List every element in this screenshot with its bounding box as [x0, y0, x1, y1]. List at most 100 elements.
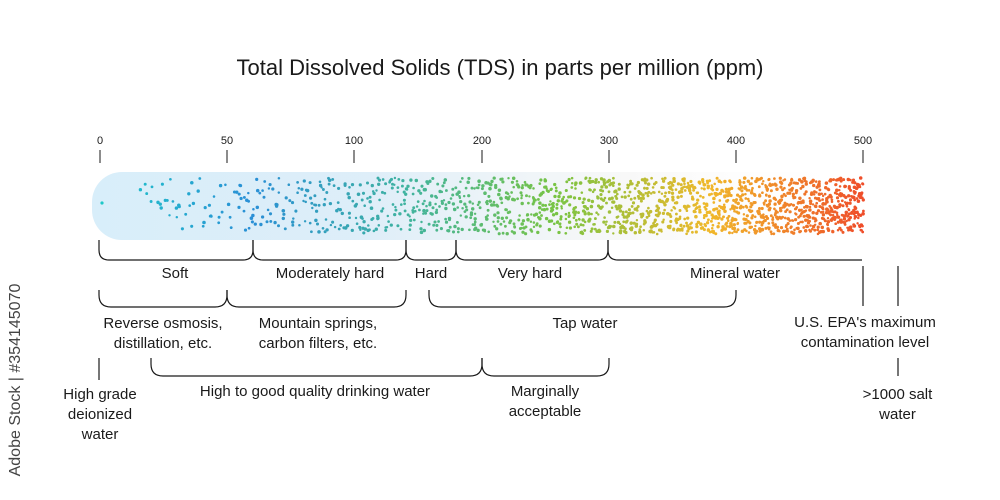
particle-dot [779, 226, 784, 230]
particle-dot [574, 206, 578, 209]
particle-dot [838, 193, 843, 198]
particle-dot [617, 187, 621, 191]
particle-dot [854, 190, 857, 194]
particle-dot [556, 220, 560, 224]
particle-dot [696, 191, 700, 195]
particle-dot [492, 220, 495, 224]
particle-dot [798, 196, 802, 201]
particle-dot [518, 227, 522, 230]
particle-dot [650, 176, 653, 180]
particle-dot [350, 182, 355, 187]
particle-dot [325, 228, 329, 232]
particle-dot [769, 230, 773, 234]
particle-dot [555, 203, 559, 206]
particle-dot [368, 228, 371, 232]
particle-dot [250, 220, 254, 224]
particle-dot [435, 228, 439, 232]
particle-dot [484, 215, 488, 219]
particle-dot [768, 199, 772, 203]
particle-dot [683, 182, 686, 185]
particle-dot [636, 205, 640, 208]
particle-dot [409, 178, 413, 182]
particle-dot [383, 191, 387, 195]
particle-dot [434, 194, 438, 198]
particle-dot [757, 206, 762, 211]
particle-dot [541, 203, 545, 207]
particle-dot [594, 178, 598, 182]
particle-dot [732, 207, 736, 211]
particle-dot [837, 199, 840, 203]
particle-dot [288, 199, 292, 203]
particle-dot [385, 225, 389, 229]
particle-dot [727, 231, 732, 235]
particle-dot [785, 202, 789, 206]
particle-dot [439, 227, 443, 231]
particle-dot [333, 225, 337, 229]
particle-dot [308, 181, 312, 185]
particle-dot [859, 213, 863, 217]
particle-dot [384, 228, 388, 232]
particle-dot [657, 190, 661, 194]
label-drinking-water: High to good quality drinking water [199, 383, 431, 400]
particle-dot [605, 229, 610, 233]
particle-dot [259, 222, 263, 227]
particle-dot [296, 191, 299, 194]
particle-dot [302, 179, 306, 183]
particle-dot [802, 214, 806, 218]
particle-dot [485, 199, 489, 203]
particle-dot [255, 177, 259, 181]
particle-dot [762, 213, 765, 216]
particle-dot [593, 223, 596, 226]
particle-dot [735, 206, 739, 210]
particle-dot [744, 187, 748, 190]
particle-dot [281, 209, 286, 213]
particle-dot [733, 209, 736, 213]
particle-dot [190, 224, 194, 228]
particle-dot [692, 209, 697, 214]
particle-dot [640, 178, 645, 182]
particle-dot [401, 179, 405, 183]
particle-dot [570, 176, 574, 180]
particle-dot [804, 190, 808, 194]
particle-dot [849, 178, 852, 182]
particle-dot [406, 213, 410, 217]
particle-dot [808, 229, 813, 233]
particle-dot [576, 225, 580, 229]
particle-dot [265, 220, 269, 224]
particle-dot [855, 197, 859, 200]
particle-dot [544, 204, 548, 207]
particle-dot [348, 216, 351, 220]
particle-dot [303, 194, 307, 197]
particle-dot [539, 178, 543, 182]
particle-dot [434, 202, 437, 206]
particle-dot [616, 215, 620, 218]
particle-dot [636, 180, 641, 185]
particle-dot [834, 183, 838, 187]
particle-dot [766, 189, 769, 193]
particle-dot [165, 198, 169, 202]
particle-dot [739, 185, 744, 189]
particle-dot [707, 228, 710, 231]
particle-dot [396, 224, 400, 228]
particle-dot [750, 225, 754, 229]
particle-dot [704, 207, 708, 211]
particle-dot [633, 230, 638, 235]
particle-dot [460, 177, 464, 180]
particle-dot [477, 179, 481, 183]
particle-dot [665, 197, 669, 201]
particle-dot [828, 179, 832, 183]
particle-dot [780, 181, 784, 185]
particle-dot [826, 228, 831, 233]
particle-dot [716, 192, 720, 196]
particle-dot [542, 207, 547, 212]
particle-dot [660, 230, 663, 233]
particle-dot [686, 181, 690, 185]
particle-dot [430, 212, 434, 216]
particle-dot [603, 216, 606, 219]
particle-dot [748, 221, 752, 225]
particle-dot [814, 180, 818, 183]
particle-dot [451, 202, 456, 206]
particle-dot [711, 215, 716, 219]
particle-dot [809, 224, 812, 227]
